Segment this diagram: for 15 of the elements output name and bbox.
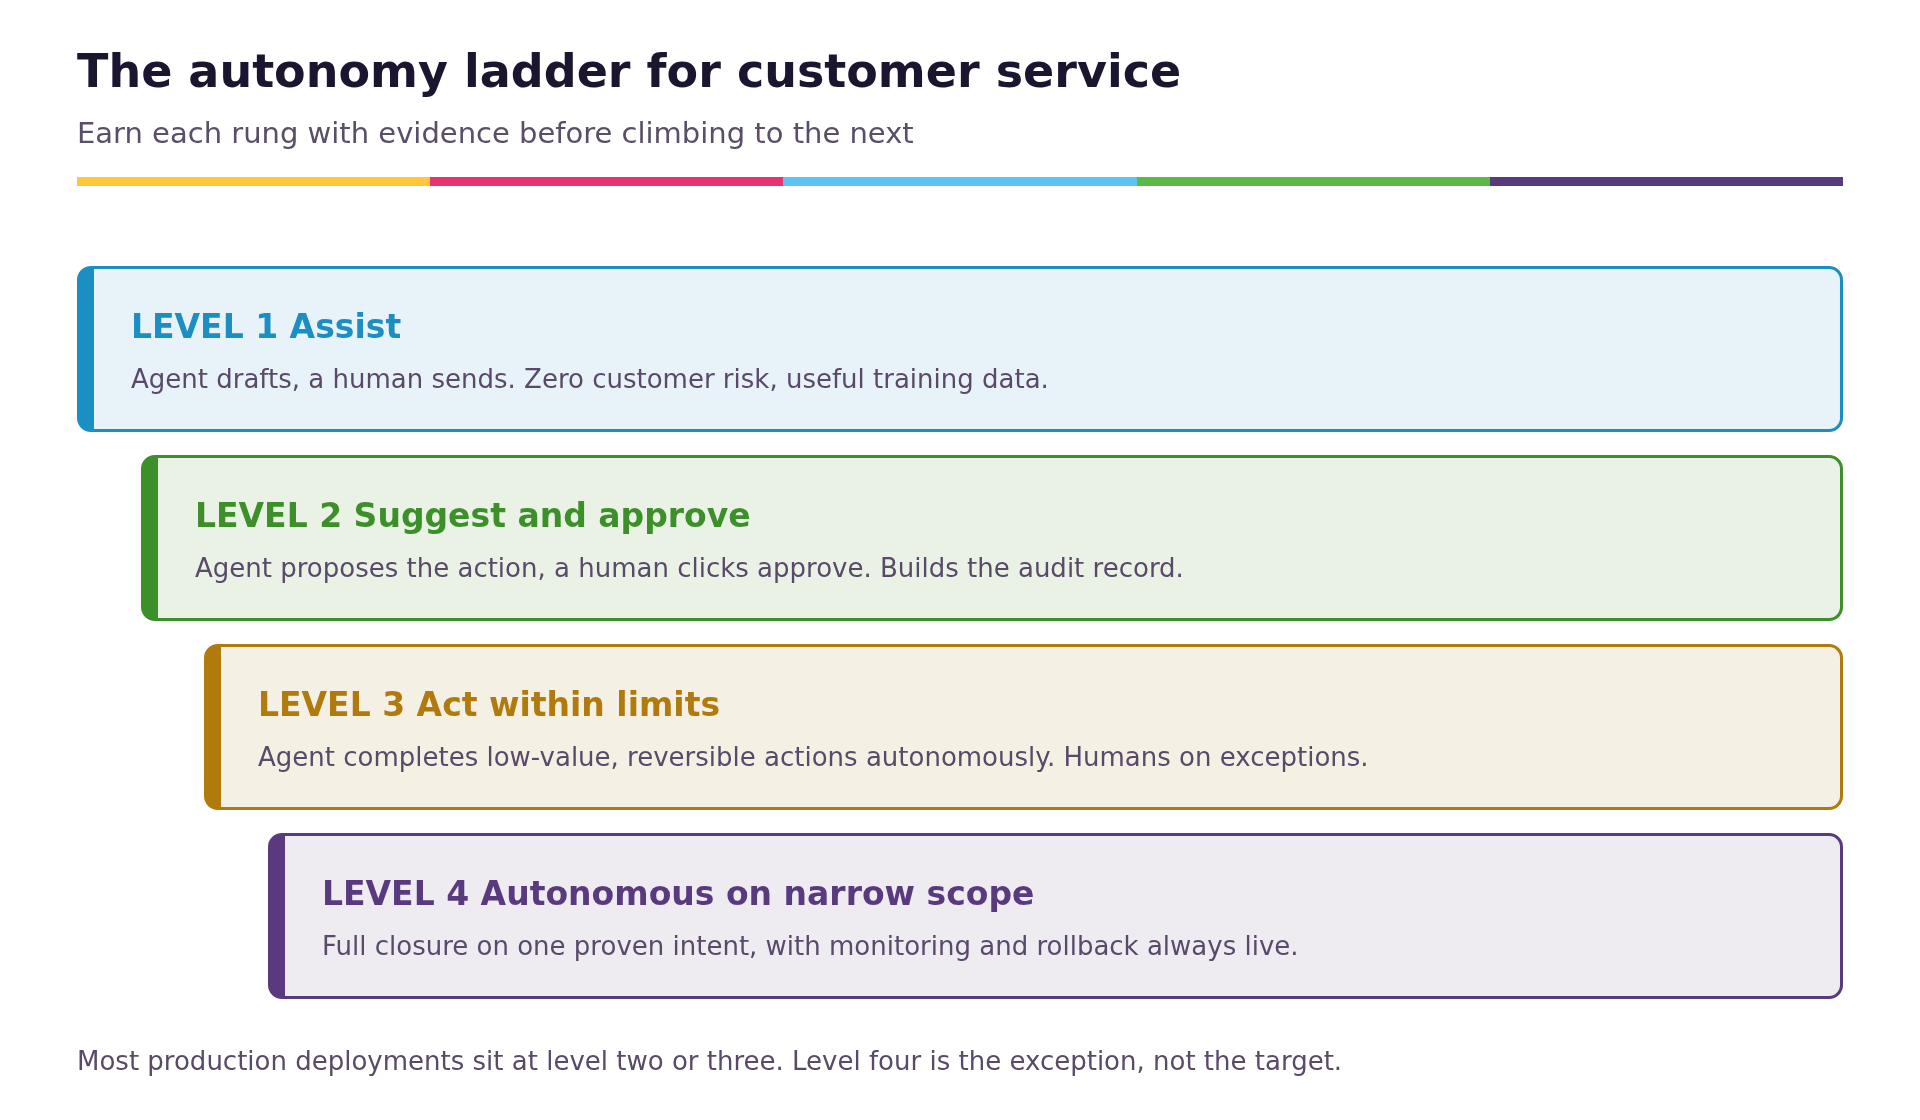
level-description: Agent drafts, a human sends. Zero customer risk, useful training data.: [131, 364, 1050, 394]
level-heading: LEVEL 3 Act within limits: [258, 685, 722, 724]
title: The autonomy ladder for customer service: [77, 44, 1182, 98]
level-card: [268, 833, 1843, 999]
level-heading: LEVEL 4 Autonomous on narrow scope: [322, 874, 1036, 913]
level-card: [77, 266, 1843, 432]
level-heading: LEVEL 1 Assist: [131, 307, 403, 346]
level-heading: LEVEL 2 Suggest and approve: [195, 496, 752, 535]
subtitle: Earn each rung with evidence before climbing to the next: [77, 116, 914, 150]
footnote: Most production deployments sit at level two or three. Level four is the exception, not the target.: [77, 1046, 1343, 1076]
level-card: [141, 455, 1843, 621]
level-description: Full closure on one proven intent, with monitoring and rollback always live.: [322, 931, 1300, 961]
level-card: [204, 644, 1843, 810]
level-description: Agent proposes the action, a human clicks approve. Builds the audit record.: [195, 553, 1185, 583]
level-description: Agent completes low-value, reversible actions autonomously. Humans on exceptions.: [258, 742, 1370, 772]
